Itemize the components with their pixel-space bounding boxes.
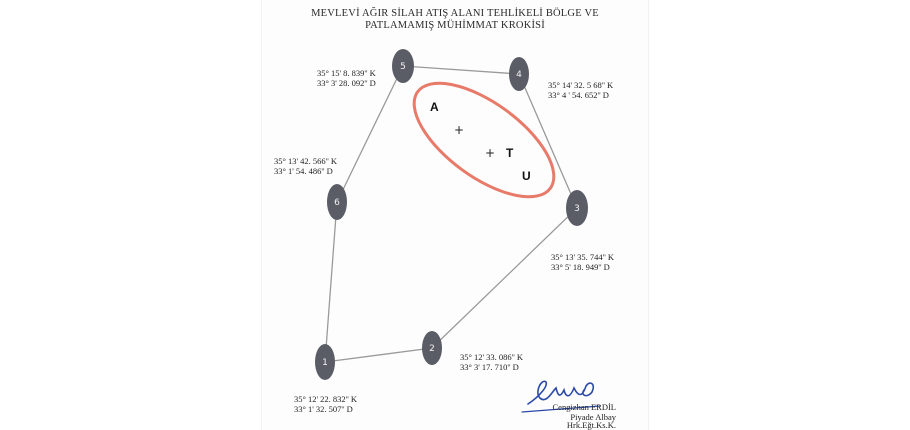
point-marker-label: 2 <box>429 344 435 354</box>
point-2-coordinates: 35° 12' 33. 086'' K 33° 3' 17. 710'' D <box>460 352 523 372</box>
point-marker-4: 4 <box>509 57 529 91</box>
signature-name: Cengizhan ERDİL <box>552 402 617 412</box>
point-2-lat: 35° 12' 33. 086'' K <box>460 352 524 362</box>
point-6-lat: 35° 13' 42. 566'' K <box>274 156 338 166</box>
point-6-lon: 33° 1' 54. 486'' D <box>274 166 333 176</box>
zone-cross-mark: + <box>454 123 464 137</box>
point-marker-3: 3 <box>566 190 588 226</box>
point-4-lat: 35° 14' 32. 5 68'' K <box>548 80 614 90</box>
point-3-coordinates: 35° 13' 35. 744'' K 33° 5' 18. 949'' D <box>551 252 614 272</box>
point-marker-1: 1 <box>315 344 335 380</box>
point-2-lon: 33° 3' 17. 710'' D <box>460 362 519 372</box>
hazard-zone-ellipse <box>412 81 556 199</box>
signature-underline <box>521 405 601 413</box>
point-marker-2: 2 <box>422 331 442 365</box>
point-marker-label: 4 <box>516 70 522 80</box>
point-5-lat: 35° 15' 8. 839'' K <box>317 68 376 78</box>
point-1-lon: 33° 1' 32. 507'' D <box>294 404 353 414</box>
point-marker-label: 1 <box>322 358 328 368</box>
point-5-lon: 33° 3' 28. 092'' D <box>317 78 376 88</box>
document-title-line-1: MEVLEVİ AĞIR SİLAH ATIŞ ALANI TEHLİKELİ … <box>311 8 599 19</box>
zone-letter-u: U <box>522 169 531 183</box>
point-marker-label: 3 <box>574 204 580 214</box>
point-marker-label: 5 <box>400 62 406 72</box>
zone-cross-mark: + <box>485 146 495 160</box>
zone-letter-t: T <box>506 146 514 160</box>
boundary-line <box>324 65 578 363</box>
zone-letter-a: A <box>430 100 439 114</box>
point-3-lon: 33° 5' 18. 949'' D <box>551 262 610 272</box>
point-marker-6: 6 <box>327 184 347 220</box>
point-5-coordinates: 35° 15' 8. 839'' K 33° 3' 28. 092'' D <box>317 68 376 88</box>
signature-unit: Hrk.Eğt.Ks.K. <box>566 420 616 430</box>
signature-scribble <box>527 380 595 405</box>
point-4-coordinates: 35° 14' 32. 5 68'' K 33° 4 ' 54. 652'' D <box>548 80 613 100</box>
point-marker-5: 5 <box>392 49 414 83</box>
signature-rank: Piyade Albay <box>570 412 616 422</box>
point-3-lat: 35° 13' 35. 744'' K <box>551 252 615 262</box>
point-marker-label: 6 <box>334 198 340 208</box>
point-1-coordinates: 35° 12' 22. 832'' K 33° 1' 32. 507'' D <box>294 394 357 414</box>
point-6-coordinates: 35° 13' 42. 566'' K 33° 1' 54. 486'' D <box>274 156 337 176</box>
document-title-line-2: PATLAMAMIŞ MÜHİMMAT KROKİSİ <box>365 20 545 31</box>
point-1-lat: 35° 12' 22. 832'' K <box>294 394 358 404</box>
point-4-lon: 33° 4 ' 54. 652'' D <box>548 90 609 100</box>
